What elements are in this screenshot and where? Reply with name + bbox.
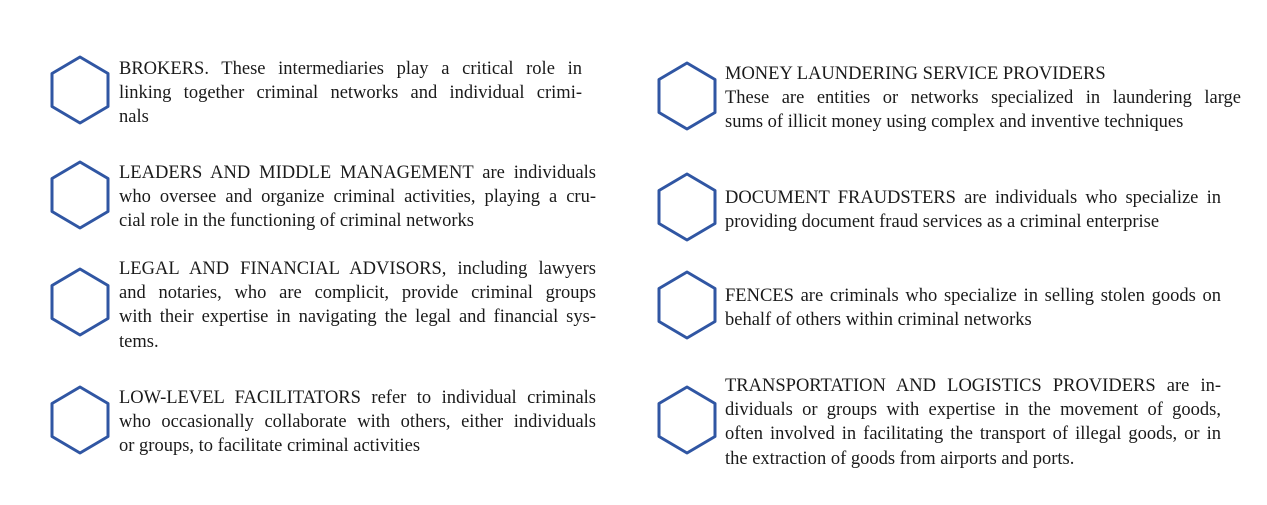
actor-description: DOCUMENT FRAUDSTERS are individuals who … <box>725 188 1221 233</box>
hexagon-icon <box>656 172 718 242</box>
hexagon-icon <box>49 160 111 230</box>
hexagon-icon <box>49 385 111 455</box>
actor-description: BROKERS. These intermediaries play a cri… <box>119 59 582 128</box>
actor-description: LOW-LEVEL FACILITATORS refer to individu… <box>119 388 596 457</box>
actor-description: MONEY LAUNDERING SERVICE PROVIDERS These… <box>725 64 1241 133</box>
hexagon-icon <box>49 55 111 125</box>
actor-description: FENCES are criminals who specialize in s… <box>725 286 1221 331</box>
hexagon-icon <box>656 385 718 455</box>
hexagon-icon <box>656 270 718 340</box>
hexagon-icon <box>49 267 111 337</box>
actor-description: LEADERS AND MIDDLE MANAGEMENT are indivi… <box>119 163 596 232</box>
hexagon-icon <box>656 61 718 131</box>
actor-description: TRANSPORTATION AND LOGISTICS PROVIDERS a… <box>725 376 1221 469</box>
actor-description: LEGAL AND FINANCIAL ADVISORS, including … <box>119 259 596 352</box>
